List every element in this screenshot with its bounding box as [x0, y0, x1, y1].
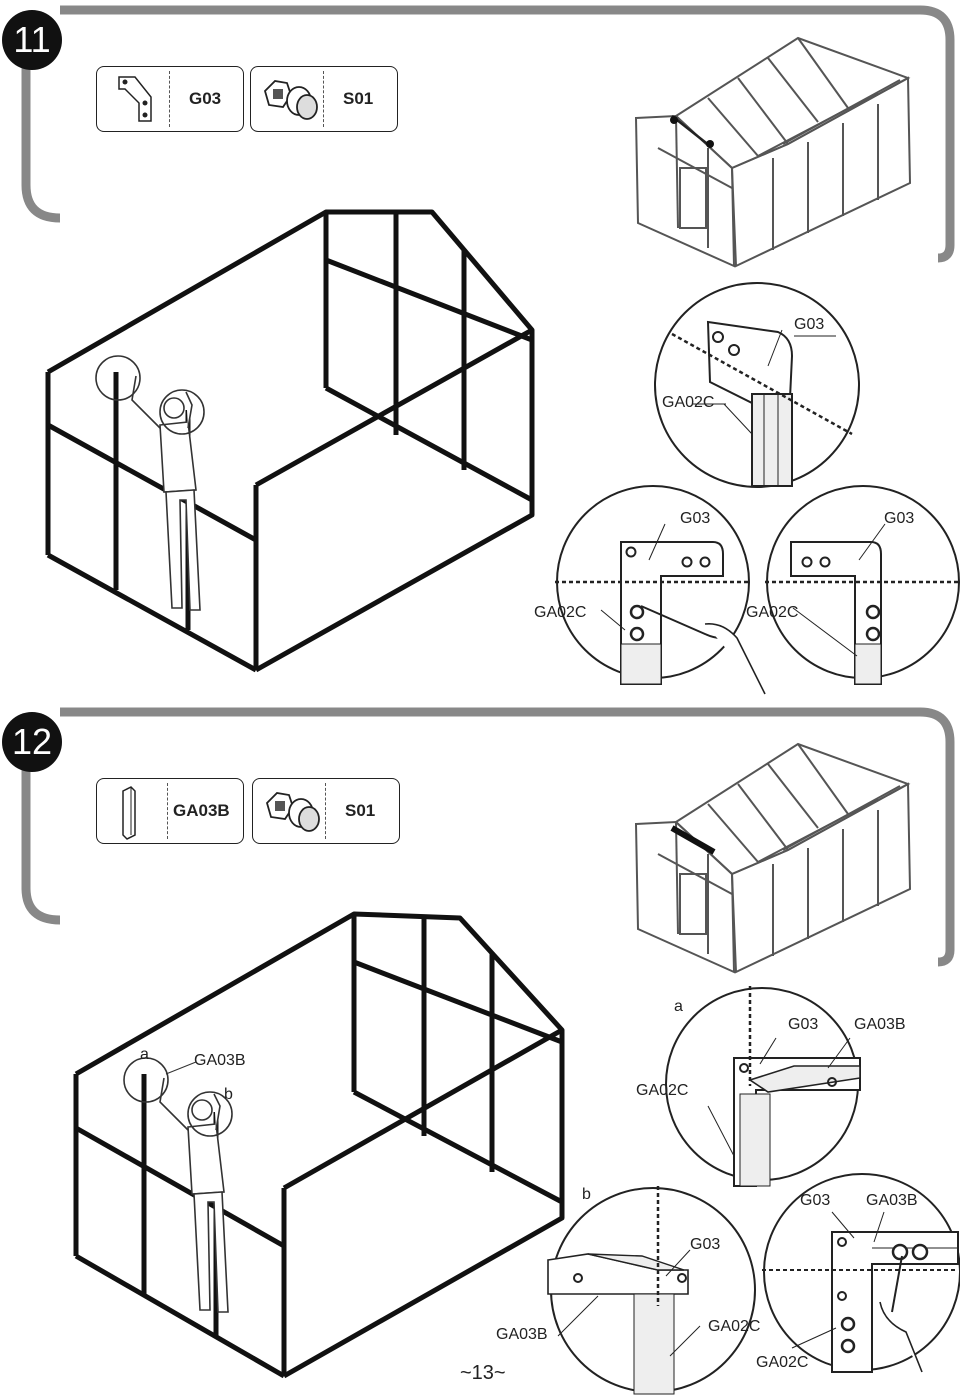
- part-code-ga03b: GA03B: [173, 801, 230, 820]
- detail-circle-left-11: [555, 485, 766, 695]
- callout-ga02c-right: GA02C: [746, 604, 799, 621]
- part-card-ga03b: GA03B: [96, 778, 244, 844]
- part-card-g03: G03: [96, 66, 244, 132]
- part-code-g03: G03: [189, 89, 222, 108]
- scene-label-a: a: [140, 1046, 149, 1063]
- callout-b-g03: G03: [690, 1236, 721, 1253]
- part-code-s01: S01: [345, 801, 376, 820]
- callout-ga02c-top: GA02C: [662, 394, 715, 411]
- greenhouse-overview-11: [634, 36, 912, 268]
- detail-circle-right-11: [765, 485, 960, 685]
- greenhouse-overview-12: [634, 742, 912, 974]
- callout-a-ga02c: GA02C: [636, 1082, 689, 1099]
- frame-scene-12: [73, 911, 565, 1379]
- callout-a-label: a: [674, 998, 683, 1015]
- detail-circle-b-12: [547, 1186, 756, 1395]
- step-number-text: 12: [11, 721, 53, 762]
- page-number: ~13~: [460, 1362, 506, 1384]
- scene-label-b: b: [224, 1086, 233, 1103]
- callout-ga02c-left: GA02C: [534, 604, 587, 621]
- detail-circle-top-11: [654, 282, 860, 488]
- detail-circle-c-12: [762, 1173, 960, 1373]
- part-code-s01: S01: [343, 89, 374, 108]
- bolt-nut-icon: [265, 792, 320, 832]
- step-number-text: 11: [13, 19, 51, 60]
- step-number-12: 12: [2, 712, 62, 772]
- callout-b-ga02c: GA02C: [708, 1318, 761, 1335]
- scene-label-ga03b: GA03B: [194, 1052, 246, 1069]
- callout-g03-top: G03: [794, 316, 825, 333]
- callout-a-ga03b: GA03B: [854, 1016, 906, 1033]
- part-card-s01: S01: [250, 66, 398, 132]
- callout-g03-left: G03: [680, 510, 711, 527]
- detail-circle-a-12: [665, 986, 861, 1187]
- frame-scene-11: [45, 209, 535, 673]
- callout-c-g03: G03: [800, 1192, 831, 1209]
- part-card-s01-12: S01: [252, 778, 400, 844]
- bar-icon: [122, 786, 136, 840]
- callout-g03-right: G03: [884, 510, 915, 527]
- step-number-11: 11: [2, 10, 62, 70]
- corner-bracket-icon: [118, 76, 152, 122]
- callout-a-g03: G03: [788, 1016, 819, 1033]
- callout-c-ga03b: GA03B: [866, 1192, 918, 1209]
- callout-b-ga03b: GA03B: [496, 1326, 548, 1343]
- callout-b-label: b: [582, 1186, 591, 1203]
- callout-c-ga02c: GA02C: [756, 1354, 809, 1371]
- bolt-nut-icon: [263, 80, 318, 120]
